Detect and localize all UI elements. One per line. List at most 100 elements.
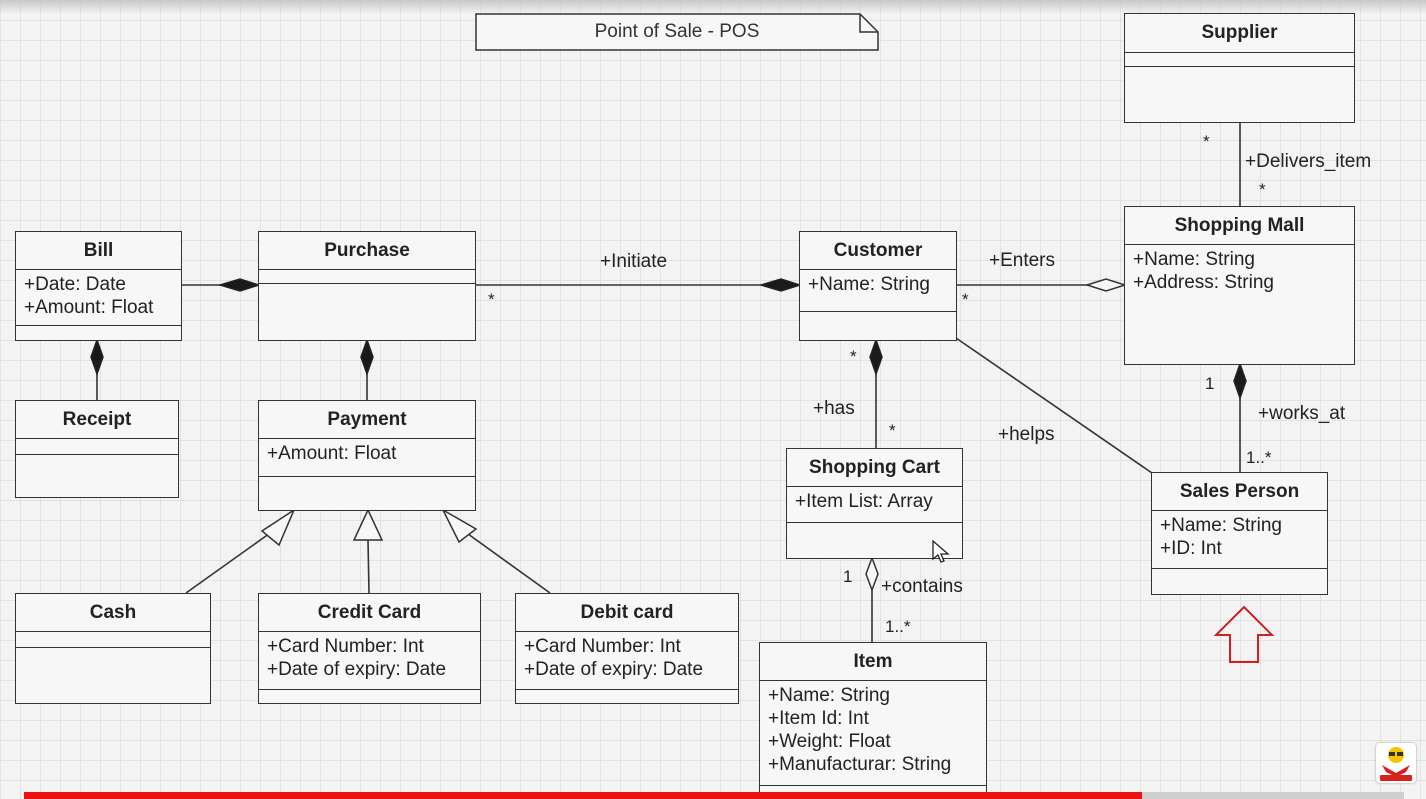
mult-supplier: * (1203, 132, 1210, 151)
mult-salesperson: 1..* (1246, 448, 1272, 467)
composition-diamond-cart (869, 337, 883, 377)
attributes-compartment (16, 632, 210, 648)
connector-debit-payment (456, 525, 551, 594)
connector-customer-salesperson (955, 337, 1153, 474)
operations-compartment (1152, 569, 1327, 594)
title-note: Point of Sale - POS (475, 13, 879, 51)
composition-diamond-bill (217, 278, 262, 292)
class-name: Customer (800, 232, 956, 270)
class-credit-card[interactable]: Credit Card +Card Number: Int +Date of e… (258, 593, 481, 704)
label-helps: +helps (998, 424, 1055, 445)
attribute: +Item List: Array (795, 491, 933, 512)
mult-customer-has: * (850, 347, 857, 366)
connector-credit-payment (367, 539, 370, 594)
class-name: Bill (16, 232, 181, 270)
label-contains: +contains (881, 576, 963, 597)
aggregation-diamond-mall (1084, 278, 1128, 292)
class-shopping-mall[interactable]: Shopping Mall +Name: String +Address: St… (1124, 206, 1355, 365)
channel-logo-icon (1380, 747, 1412, 781)
attribute: +Date: Date (24, 274, 126, 295)
attributes-compartment: +Name: String +Item Id: Int +Weight: Flo… (760, 681, 986, 786)
operations-compartment (259, 284, 475, 340)
video-progress-bar[interactable] (24, 792, 1404, 799)
label-initiate: +Initiate (600, 251, 668, 272)
operations-compartment (16, 326, 181, 340)
mult-cart-has: * (889, 421, 896, 440)
composition-diamond-customer (758, 278, 803, 292)
class-purchase[interactable]: Purchase (258, 231, 476, 341)
attributes-compartment (259, 270, 475, 284)
attribute: +Date of expiry: Date (524, 659, 704, 680)
mult-cart-contains: 1 (843, 567, 853, 586)
operations-compartment (1125, 296, 1354, 364)
operations-compartment (800, 312, 956, 340)
attribute: +Name: String (1160, 515, 1282, 536)
attribute: +ID: Int (1160, 538, 1222, 559)
class-name: Item (760, 643, 986, 681)
operations-compartment (259, 690, 480, 703)
generalization-arrow-debit (441, 508, 478, 544)
attributes-compartment: +Name: String +ID: Int (1152, 511, 1327, 569)
attribute: +Amount: Float (24, 297, 154, 318)
attributes-compartment (16, 439, 178, 455)
class-customer[interactable]: Customer +Name: String (799, 231, 957, 341)
operations-compartment (259, 477, 475, 510)
attribute: +Manufacturar: String (768, 754, 952, 775)
attributes-compartment: +Name: String +Address: String (1125, 245, 1354, 296)
aggregation-diamond-cart (865, 555, 879, 593)
video-title-bar (0, 0, 1426, 14)
attributes-compartment: +Item List: Array (787, 487, 962, 523)
class-payment[interactable]: Payment +Amount: Float (258, 400, 476, 511)
mult-mall-supplier: * (1259, 180, 1266, 199)
generalization-arrow-credit (352, 508, 384, 541)
mult-purchase: * (488, 290, 495, 309)
generalization-arrow-cash (260, 508, 296, 547)
class-item[interactable]: Item +Name: String +Item Id: Int +Weight… (759, 642, 987, 799)
attribute: +Card Number: Int (267, 636, 424, 657)
class-name: Credit Card (259, 594, 480, 632)
class-name: Debit card (516, 594, 738, 632)
video-progress-fill (24, 792, 1142, 799)
class-sales-person[interactable]: Sales Person +Name: String +ID: Int (1151, 472, 1328, 595)
label-works-at: +works_at (1258, 403, 1346, 424)
class-bill[interactable]: Bill +Date: Date +Amount: Float (15, 231, 182, 341)
mult-customer-enters: * (962, 290, 969, 309)
attribute: +Item Id: Int (768, 708, 869, 729)
class-debit-card[interactable]: Debit card +Card Number: Int +Date of ex… (515, 593, 739, 704)
composition-diamond-payment (360, 337, 374, 377)
attribute: +Name: String (1133, 249, 1255, 270)
class-supplier[interactable]: Supplier (1124, 13, 1355, 123)
mouse-cursor-icon (932, 539, 950, 563)
attribute: +Date of expiry: Date (267, 659, 447, 680)
composition-diamond-receipt (90, 337, 104, 377)
attributes-compartment: +Name: String (800, 270, 956, 312)
subscribe-badge[interactable] (1376, 743, 1416, 783)
label-has: +has (813, 398, 855, 419)
class-name: Cash (16, 594, 210, 632)
class-name: Shopping Cart (787, 449, 962, 487)
class-cash[interactable]: Cash (15, 593, 211, 704)
attributes-compartment: +Amount: Float (259, 439, 475, 477)
operations-compartment (1125, 67, 1354, 122)
class-name: Shopping Mall (1125, 207, 1354, 245)
attributes-compartment: +Date: Date +Amount: Float (16, 270, 181, 326)
class-receipt[interactable]: Receipt (15, 400, 179, 498)
label-enters: +Enters (989, 250, 1056, 271)
attributes-compartment: +Card Number: Int +Date of expiry: Date (259, 632, 480, 690)
operations-compartment (16, 455, 178, 497)
composition-diamond-mall (1233, 361, 1247, 401)
mult-mall-works-at: 1 (1205, 374, 1215, 393)
note-shape (475, 13, 879, 51)
label-delivers-item: +Delivers_item (1245, 151, 1372, 172)
attributes-compartment (1125, 53, 1354, 67)
attribute: +Name: String (808, 274, 930, 295)
class-name: Sales Person (1152, 473, 1327, 511)
attribute: +Address: String (1133, 272, 1274, 293)
attribute: +Card Number: Int (524, 636, 681, 657)
class-shopping-cart[interactable]: Shopping Cart +Item List: Array (786, 448, 963, 559)
up-arrow-icon (1213, 605, 1275, 663)
mult-item: 1..* (885, 617, 911, 636)
operations-compartment (16, 648, 210, 703)
